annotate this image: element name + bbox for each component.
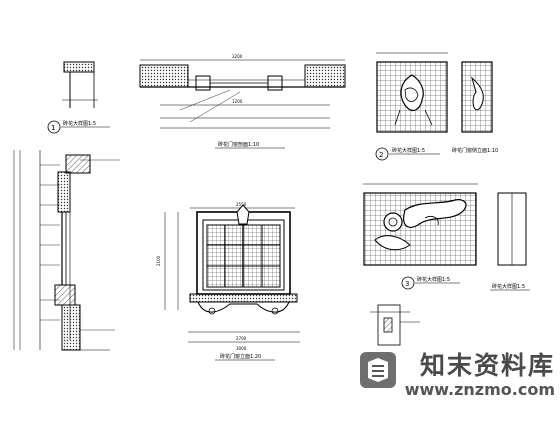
elevation-dim-top: 2550 (236, 202, 247, 207)
elevation-dim-left: 2100 (156, 255, 161, 266)
detail-1-number: 1 (51, 124, 55, 132)
section-title: 砖花门窗剖面1:10 (218, 141, 259, 148)
window-elevation-drawing (164, 204, 300, 361)
bottom-detail-drawing (370, 304, 420, 346)
detail-2-title: 砖花大样图1:5 (392, 147, 425, 154)
detail-2-number: 2 (379, 151, 383, 159)
frame-detail-title: 砖花大样图1:5 (492, 283, 525, 290)
side-elevation-title: 砖花门窗侧立面1:10 (452, 147, 498, 154)
watermark-url: www.znzmo.com (404, 380, 555, 399)
elevation-dim-bottom: 2700 (236, 336, 247, 341)
detail-3-number: 3 (405, 280, 409, 288)
elevation-dim-bottom-2: 3000 (236, 346, 247, 351)
watermark-brand: 知末资料库 (419, 351, 555, 380)
watermark-logo-icon (360, 352, 396, 388)
detail-3-drawing (363, 183, 530, 291)
detail-2-drawing (375, 52, 493, 161)
detail-1-drawing (47, 61, 110, 134)
elevation-title: 砖花门窗立面1:20 (220, 353, 261, 360)
section-plan-drawing (139, 59, 346, 149)
wall-section-drawing (13, 150, 120, 351)
detail-1-title: 砖花大样图1:5 (63, 120, 96, 127)
section-dim-mid: 1200 (232, 99, 243, 104)
section-dim-top: 3200 (232, 54, 243, 59)
watermark: 知末资料库 www.znzmo.com (400, 346, 555, 406)
detail-3-title: 砖花大样图1:5 (417, 276, 450, 283)
